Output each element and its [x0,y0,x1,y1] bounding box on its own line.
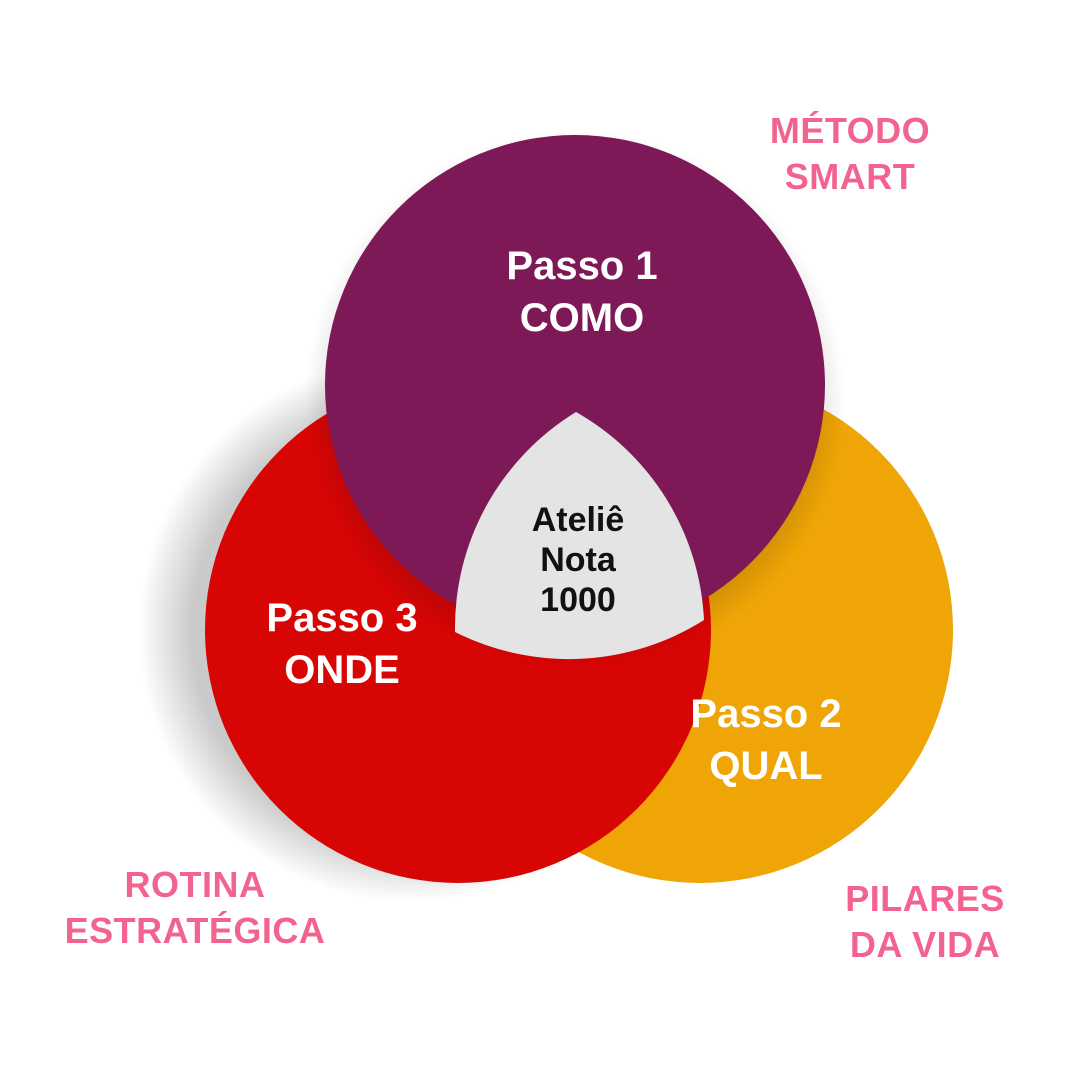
rotina-line1: ROTINA [124,864,266,905]
pilares-da-vida-label: PILARES DA VIDA [800,876,1050,968]
step3-subtitle: ONDE [284,648,400,692]
step2-subtitle: QUAL [709,744,823,788]
step1-circle [325,135,825,635]
step1-title: Passo 1 [506,244,658,288]
step2-title: Passo 2 [690,692,842,736]
metodo-line1: MÉTODO [769,110,931,151]
step3-title: Passo 3 [266,596,418,640]
rotina-estrategica-label: ROTINA ESTRATÉGICA [45,862,345,954]
center-line1: Ateliê [531,501,625,539]
center-line3: 1000 [540,581,616,619]
rotina-line2: ESTRATÉGICA [64,910,326,951]
center-intersection [454,412,704,660]
center-line2: Nota [540,541,616,579]
pilares-line1: PILARES [845,878,1005,919]
pilares-line2: DA VIDA [849,924,1001,965]
step2-label: Passo 2 QUAL [646,688,886,792]
step3-label: Passo 3 ONDE [222,592,462,696]
metodo-line2: SMART [784,156,916,197]
metodo-smart-label: MÉTODO SMART [715,108,985,200]
center-label: Ateliê Nota 1000 [478,500,678,620]
step1-label: Passo 1 COMO [462,240,702,344]
step1-subtitle: COMO [519,296,645,340]
